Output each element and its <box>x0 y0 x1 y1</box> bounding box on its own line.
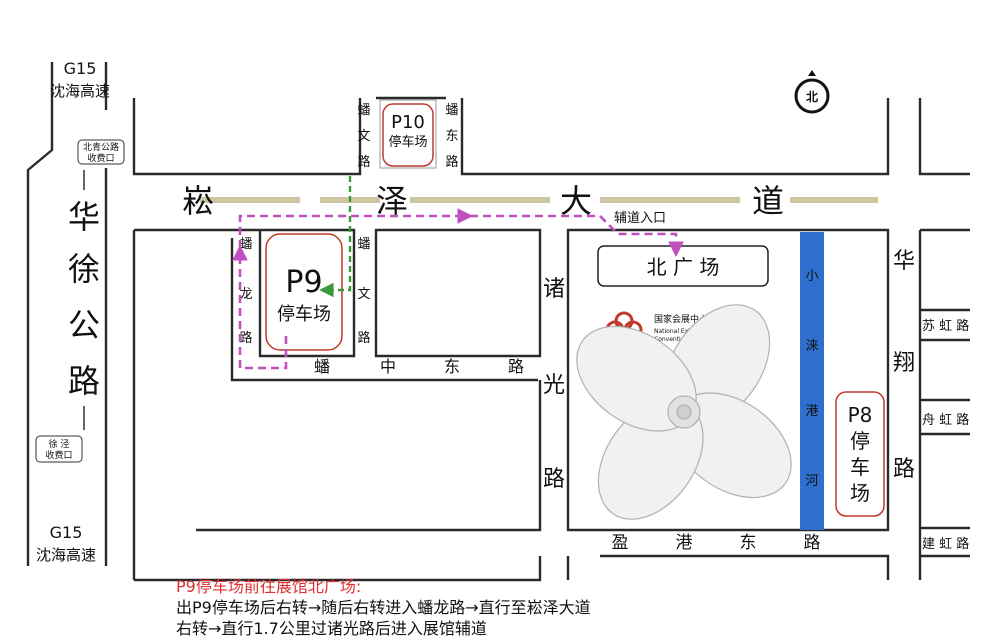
svg-text:沈海高速: 沈海高速 <box>50 82 110 100</box>
road-network <box>26 62 970 582</box>
route-purple-lower <box>232 244 288 370</box>
svg-text:小: 小 <box>805 269 818 284</box>
north-plaza[interactable]: 北 广 场 <box>597 245 769 287</box>
svg-text:路: 路 <box>804 533 821 553</box>
svg-text:文: 文 <box>357 129 370 144</box>
svg-text:G15: G15 <box>50 523 83 542</box>
svg-text:龙: 龙 <box>239 287 252 302</box>
toll-south: 徐 泾 收费口 <box>35 435 83 463</box>
zhouhong-road-label: 舟 虹 路 <box>922 412 969 428</box>
svg-text:诸: 诸 <box>543 277 565 302</box>
svg-text:东: 东 <box>740 533 757 553</box>
route-green <box>319 176 352 298</box>
svg-text:公: 公 <box>68 306 100 344</box>
svg-text:收费口: 收费口 <box>87 152 114 164</box>
svg-text:东: 东 <box>444 357 460 376</box>
svg-text:涞: 涞 <box>805 339 818 354</box>
svg-text:河: 河 <box>805 474 818 489</box>
svg-text:蟠: 蟠 <box>445 103 458 118</box>
aux-entrance-label: 辅道入口 <box>614 211 666 226</box>
svg-text:港: 港 <box>676 533 693 553</box>
zhuguang-road-label: 诸 光 路 <box>543 277 565 492</box>
svg-text:停车场: 停车场 <box>277 304 331 325</box>
svg-text:路: 路 <box>445 154 458 170</box>
svg-text:P10: P10 <box>391 112 425 133</box>
svg-text:路: 路 <box>543 467 565 492</box>
panwen-road-north-label: 蟠 文 路 <box>357 103 370 170</box>
svg-text:P8: P8 <box>848 403 873 427</box>
svg-text:场: 场 <box>850 481 870 505</box>
svg-text:华: 华 <box>68 198 100 236</box>
svg-text:路: 路 <box>68 362 100 400</box>
svg-text:文: 文 <box>357 287 370 302</box>
huaxiang-road-label: 华 翔 路 <box>893 249 915 482</box>
svg-text:停: 停 <box>850 429 870 453</box>
caption-title: P9停车场前往展馆北广场: <box>176 577 362 596</box>
huaxu-road-label: 华 徐 公 路 <box>68 170 100 430</box>
svg-text:崧: 崧 <box>182 182 214 220</box>
jianhong-road-label: 建 虹 路 <box>922 536 969 552</box>
toll-north: 北青公路 收费口 <box>77 139 125 165</box>
compass-icon: 北 <box>794 70 830 114</box>
svg-text:光: 光 <box>543 373 565 398</box>
svg-text:翔: 翔 <box>893 351 915 376</box>
svg-text:蟠: 蟠 <box>357 237 370 252</box>
p10-parking[interactable]: P10 停车场 <box>379 99 437 169</box>
panwen-road-south-label: 蟠 文 路 <box>357 237 370 346</box>
svg-text:北 广 场: 北 广 场 <box>647 255 720 279</box>
svg-text:道: 道 <box>752 182 784 220</box>
pandong-road-label: 蟠 东 路 <box>445 103 458 170</box>
svg-text:蟠: 蟠 <box>314 357 330 376</box>
svg-text:泽: 泽 <box>376 182 408 220</box>
caption-line-2: 右转→直行1.7公里过诸光路后进入展馆辅道 <box>176 619 487 638</box>
svg-text:停车场: 停车场 <box>388 134 427 150</box>
svg-text:港: 港 <box>805 404 818 419</box>
suhong-road-label: 苏 虹 路 <box>922 318 969 334</box>
svg-text:路: 路 <box>357 330 370 346</box>
svg-text:沈海高速: 沈海高速 <box>36 546 96 564</box>
svg-text:大: 大 <box>560 182 592 220</box>
venue-building-icon <box>576 304 792 520</box>
svg-text:路: 路 <box>508 357 524 376</box>
route-purple-main <box>238 208 474 248</box>
svg-text:蟠: 蟠 <box>239 237 252 252</box>
svg-text:收费口: 收费口 <box>45 449 72 461</box>
caption-line-1: 出P9停车场后右转→随后右转进入蟠龙路→直行至崧泽大道 <box>176 598 591 617</box>
svg-text:徐: 徐 <box>68 250 100 288</box>
svg-text:G15: G15 <box>64 59 97 78</box>
svg-text:徐 泾: 徐 泾 <box>49 438 70 450</box>
svg-text:路: 路 <box>239 330 252 346</box>
svg-text:东: 东 <box>445 129 458 144</box>
highway-south-label: G15 沈海高速 <box>36 523 96 564</box>
svg-text:蟠: 蟠 <box>357 103 370 118</box>
yinggangdong-road-label: 盈 港 东 路 <box>612 533 821 553</box>
svg-text:路: 路 <box>893 457 915 482</box>
xiaolaigang-river <box>800 232 824 530</box>
river-label: 小 涞 港 河 <box>805 269 818 489</box>
panzhongdong-road-label: 蟠 中 东 路 <box>314 357 524 376</box>
svg-text:盈: 盈 <box>612 533 629 553</box>
svg-text:华: 华 <box>893 249 915 274</box>
p8-parking[interactable]: P8 停 车 场 <box>835 391 885 517</box>
svg-text:北: 北 <box>806 89 818 104</box>
svg-text:中: 中 <box>380 357 396 376</box>
svg-text:P9: P9 <box>285 265 322 300</box>
songze-road-label: 崧 泽 大 道 <box>182 182 784 220</box>
route-caption: P9停车场前往展馆北广场: 出P9停车场后右转→随后右转进入蟠龙路→直行至崧泽大… <box>176 576 736 639</box>
svg-text:车: 车 <box>850 455 870 479</box>
panlong-road-label: 蟠 龙 路 <box>239 237 252 346</box>
p9-parking[interactable]: P9 停车场 <box>265 233 343 351</box>
svg-text:北青公路: 北青公路 <box>83 141 119 153</box>
highway-north-label: G15 沈海高速 <box>50 59 110 100</box>
svg-text:路: 路 <box>357 154 370 170</box>
